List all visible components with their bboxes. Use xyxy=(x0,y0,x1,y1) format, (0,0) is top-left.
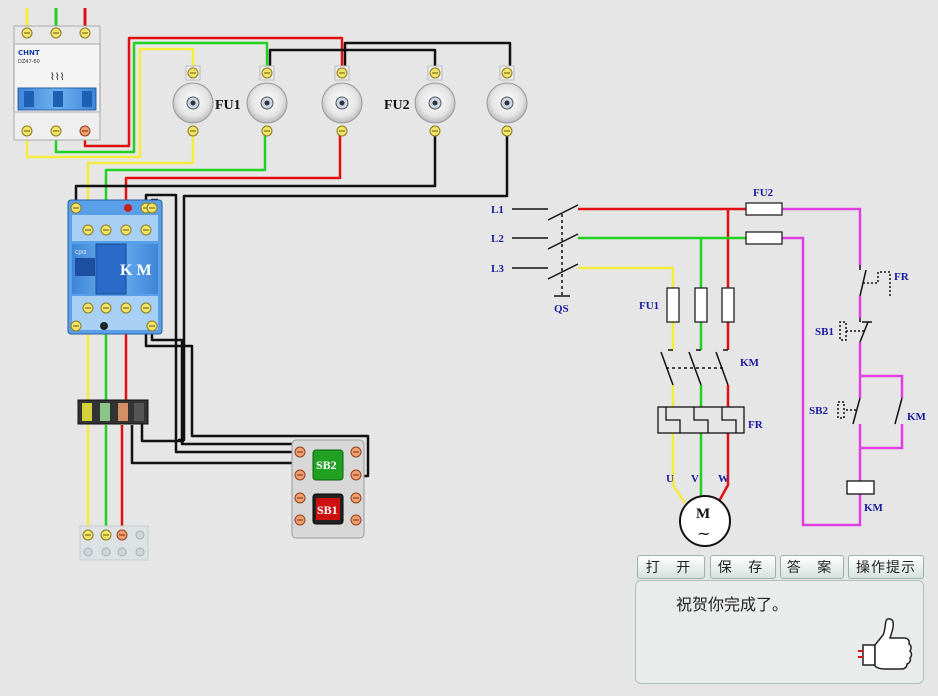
km-main-contacts[interactable] xyxy=(660,349,729,386)
fu1-label: FU1 xyxy=(215,98,241,113)
save-button[interactable]: 保 存 xyxy=(710,555,776,579)
breaker-model: DZ47-60 xyxy=(18,59,40,65)
contactor-km[interactable]: CJX2 K M xyxy=(67,199,163,335)
circuit-breaker[interactable]: CHNT DZ47-60 ⌇⌇⌇ xyxy=(13,25,101,141)
hint-button[interactable]: 操作提示 xyxy=(848,555,924,579)
fu2-label: FU2 xyxy=(384,98,410,113)
stop-button-sb1[interactable]: SB1 xyxy=(312,493,344,525)
fuse-fu1-l2[interactable] xyxy=(246,65,288,137)
fu2-schematic-label: FU2 xyxy=(753,187,774,199)
motor-label: M xyxy=(696,506,710,522)
motor-terminal-block[interactable] xyxy=(79,525,149,561)
v-label: V xyxy=(691,473,699,485)
l2-label: L2 xyxy=(491,233,504,245)
km-main-label: KM xyxy=(740,357,760,369)
fr-ctrl-label: FR xyxy=(894,271,910,283)
u-label: U xyxy=(666,473,674,485)
km-coil-label: KM xyxy=(864,502,884,514)
motor-symbol[interactable]: M ~ xyxy=(679,495,731,547)
open-button[interactable]: 打 开 xyxy=(637,555,705,579)
sb2-start-contact[interactable] xyxy=(837,397,861,425)
km-aux-label: KM xyxy=(907,411,927,423)
sb2-label: SB2 xyxy=(316,458,337,472)
thumbs-up-icon xyxy=(858,618,913,670)
schematic-fuses-fu2[interactable] xyxy=(745,202,783,245)
message-panel: 祝贺你完成了。 xyxy=(635,580,924,684)
fuse-fu2-b[interactable] xyxy=(486,65,528,137)
start-button-sb2[interactable]: SB2 xyxy=(312,449,344,481)
km-coil[interactable] xyxy=(846,480,875,495)
fuse-fu2-a[interactable] xyxy=(414,65,456,137)
thermal-relay[interactable] xyxy=(77,399,149,425)
breaker-symbol-icon: ⌇⌇⌇ xyxy=(50,72,65,83)
l1-label: L1 xyxy=(491,204,504,216)
motor-ac-icon: ~ xyxy=(697,524,710,543)
breaker-brand: CHNT xyxy=(18,49,40,57)
schematic-fuses-fu1[interactable] xyxy=(666,287,735,323)
fu1-schematic-label: FU1 xyxy=(639,300,659,312)
pushbutton-box[interactable] xyxy=(291,439,365,539)
km-aux-contact[interactable] xyxy=(894,397,903,425)
answer-button[interactable]: 答 案 xyxy=(780,555,844,579)
isolator-switch-qs[interactable] xyxy=(512,204,579,297)
qs-label: QS xyxy=(554,303,569,315)
fr-aux-contact[interactable] xyxy=(859,265,891,297)
fr-main-label: FR xyxy=(748,419,764,431)
sb2-ctrl-label: SB2 xyxy=(809,405,828,417)
fuse-fu1-l3[interactable] xyxy=(321,65,363,137)
l3-label: L3 xyxy=(491,263,504,275)
contactor-label: K M xyxy=(120,262,152,279)
w-label: W xyxy=(718,473,729,485)
schematic-wires xyxy=(578,207,904,527)
message-text: 祝贺你完成了。 xyxy=(676,595,789,614)
sb1-label: SB1 xyxy=(317,503,338,517)
schematic-thermal-relay-fr[interactable] xyxy=(657,406,745,434)
fuse-fu1-l1[interactable] xyxy=(172,65,214,137)
sb1-stop-contact[interactable] xyxy=(839,318,872,343)
sb1-ctrl-label: SB1 xyxy=(815,326,834,338)
contactor-model-icon: CJX2 xyxy=(75,250,87,256)
